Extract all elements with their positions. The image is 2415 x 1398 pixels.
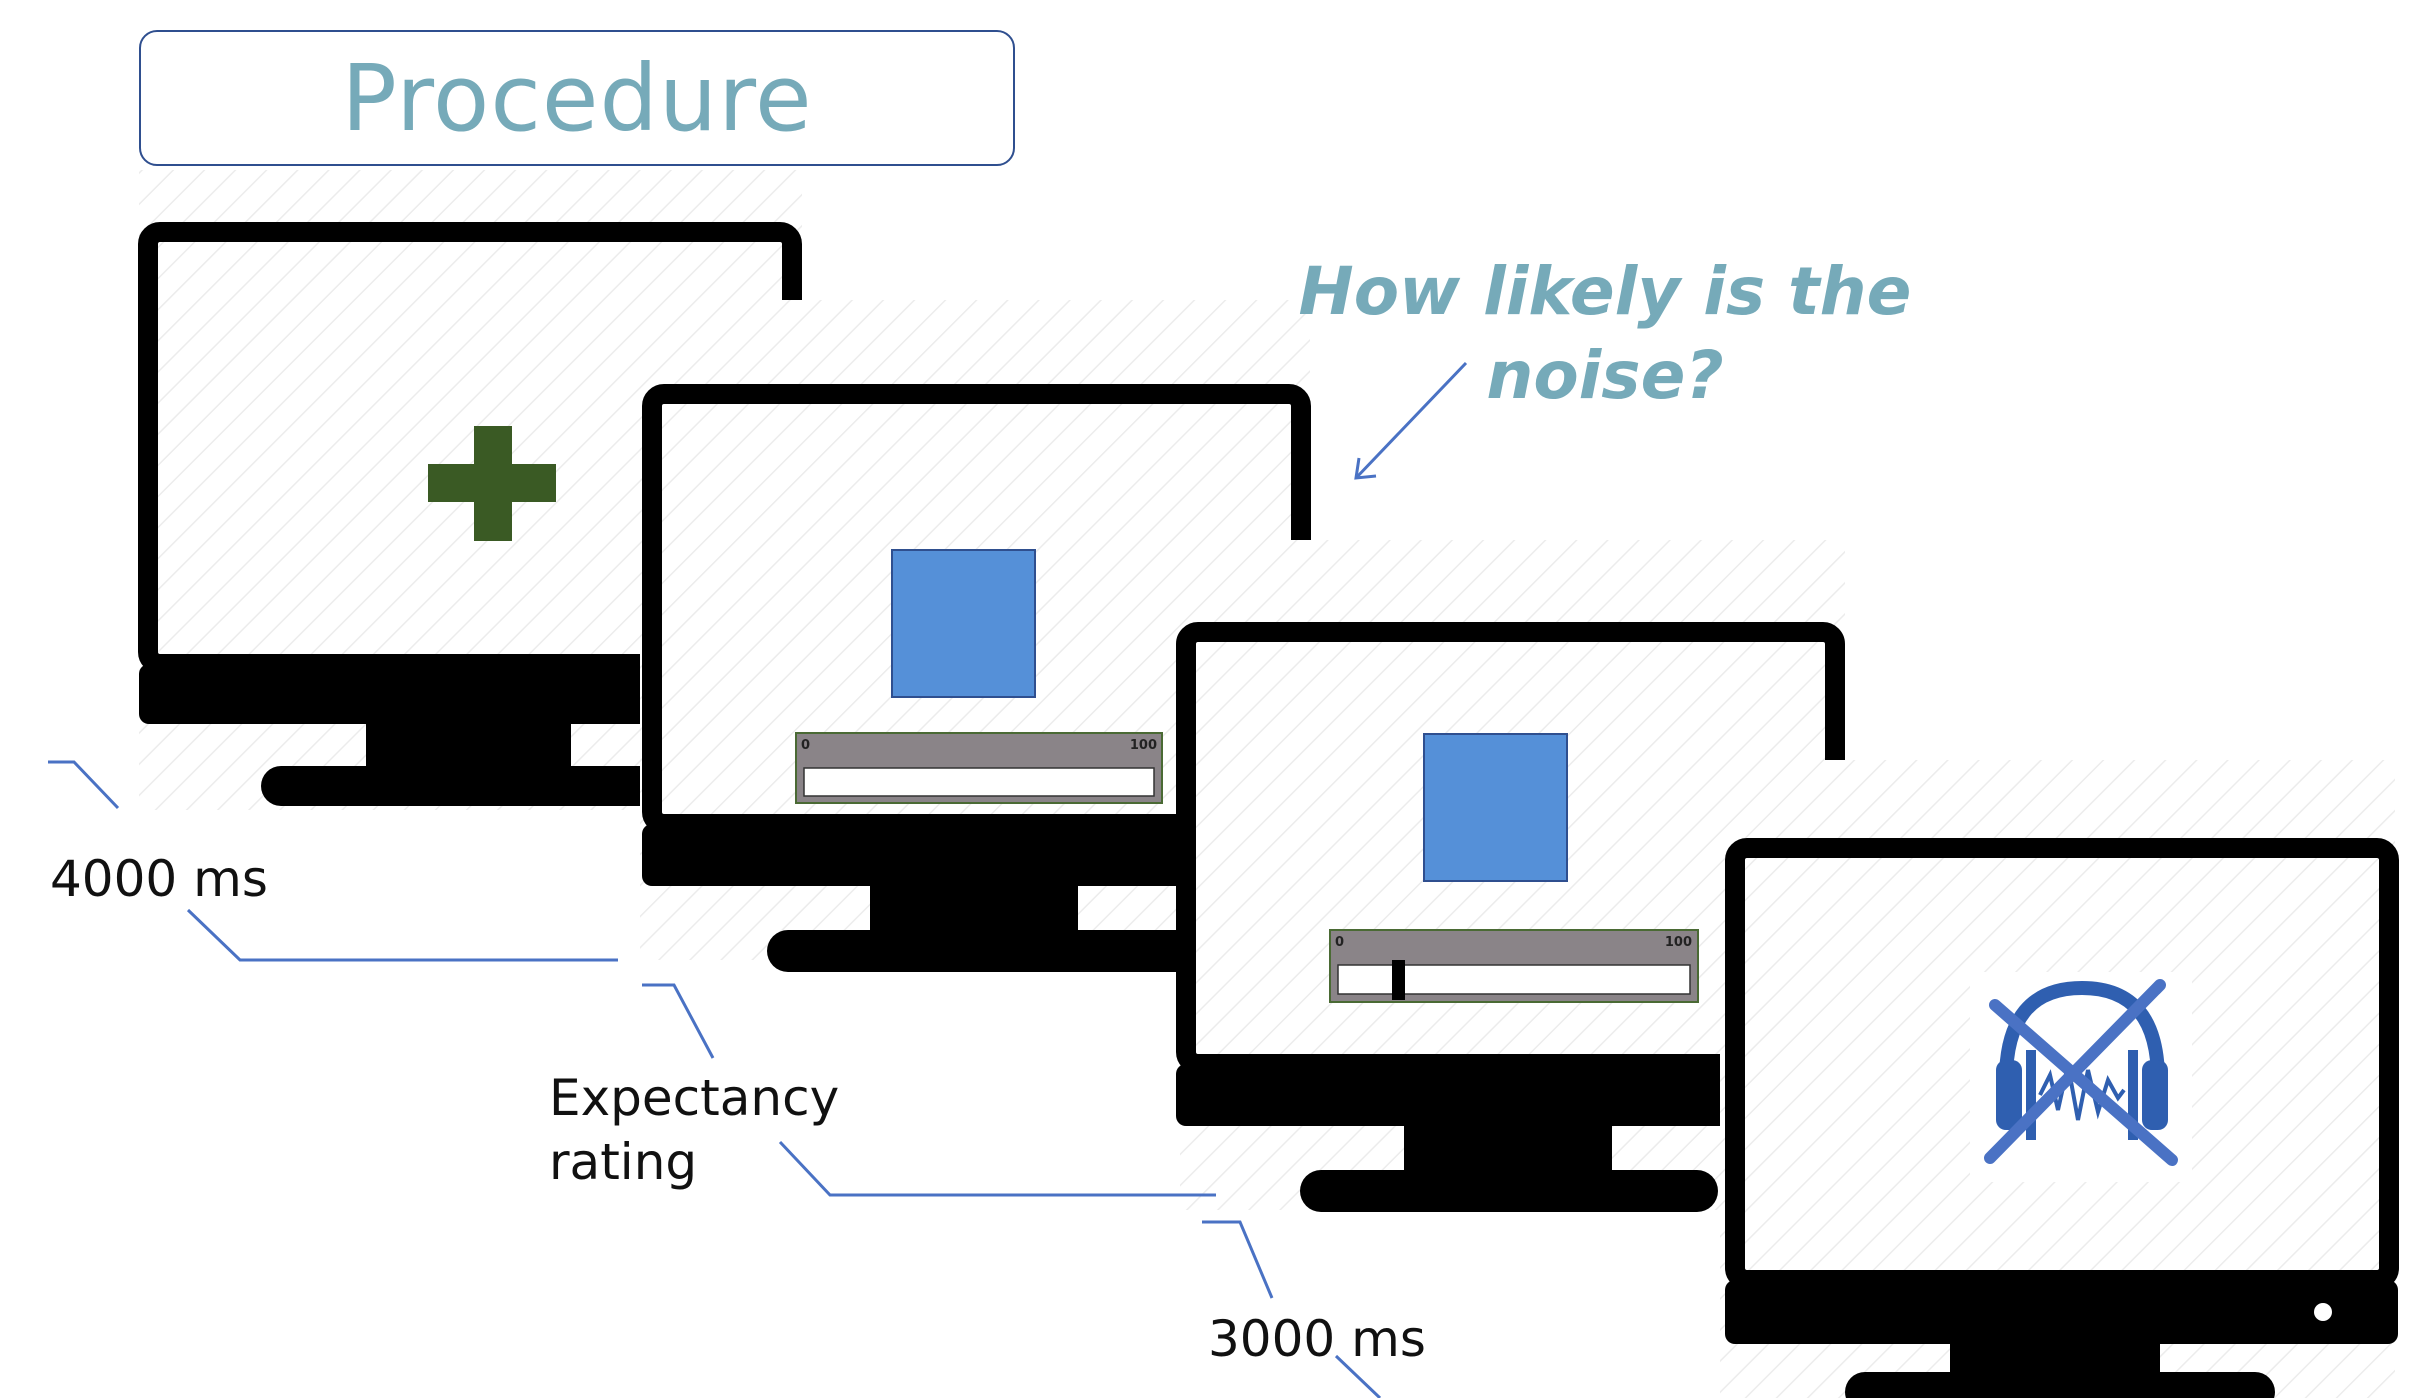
question-arrow xyxy=(1354,361,1468,480)
monitor-no-noise xyxy=(1720,760,2399,1398)
monitor-bezel xyxy=(1176,1064,1847,1126)
timing-bracket-rating xyxy=(642,983,1216,1197)
timing-cue-label: 3000 ms xyxy=(1208,1310,1426,1368)
cross-out-icon xyxy=(1984,979,2178,1166)
rating-scale: 0 100 xyxy=(1329,929,1699,1003)
question-line-2: noise? xyxy=(1486,337,1724,414)
headphones-icon xyxy=(1996,980,2168,1140)
monitor-neck xyxy=(1404,1122,1612,1170)
timing-rating: Expectancy rating xyxy=(549,1066,839,1194)
rating-scale-min: 0 xyxy=(801,738,810,753)
rating-scale-max: 100 xyxy=(1665,935,1692,950)
question-line-1: How likely is the xyxy=(1298,253,1912,330)
monitor-neck xyxy=(870,882,1078,930)
timing-fixation: 4000 ms xyxy=(50,847,268,911)
page-title: Procedure xyxy=(341,44,813,152)
cue-square xyxy=(891,549,1036,698)
title-box: Procedure xyxy=(139,30,1015,166)
rating-slider-track xyxy=(803,767,1155,797)
power-led xyxy=(2314,1303,2332,1321)
monitor-bezel xyxy=(139,664,801,724)
monitor-base xyxy=(767,930,1197,972)
monitor-bezel xyxy=(1725,1280,2398,1344)
fixation-cross xyxy=(428,426,556,541)
monitor-bezel xyxy=(642,824,1313,886)
monitor-base xyxy=(261,766,679,806)
monitor-base xyxy=(1300,1170,1718,1212)
timing-bracket-fixation xyxy=(48,760,618,962)
rating-scale: 0 100 xyxy=(795,732,1163,804)
question-text: How likely is the noise? xyxy=(1295,250,1915,418)
rating-scale-max: 100 xyxy=(1130,738,1157,753)
timing-fixation-label: 4000 ms xyxy=(50,850,268,908)
rating-scale-min: 0 xyxy=(1335,935,1344,950)
rating-slider-thumb xyxy=(1392,960,1405,1000)
rating-slider-track xyxy=(1337,964,1691,995)
timing-rating-line-2: rating xyxy=(549,1133,698,1191)
timing-bracket-cue xyxy=(1202,1220,1382,1398)
timing-cue: 3000 ms xyxy=(1208,1307,1426,1371)
monitor-neck xyxy=(366,720,571,766)
monitor-base xyxy=(1845,1372,2275,1398)
cue-square xyxy=(1423,733,1568,882)
timing-rating-line-1: Expectancy xyxy=(549,1069,840,1127)
